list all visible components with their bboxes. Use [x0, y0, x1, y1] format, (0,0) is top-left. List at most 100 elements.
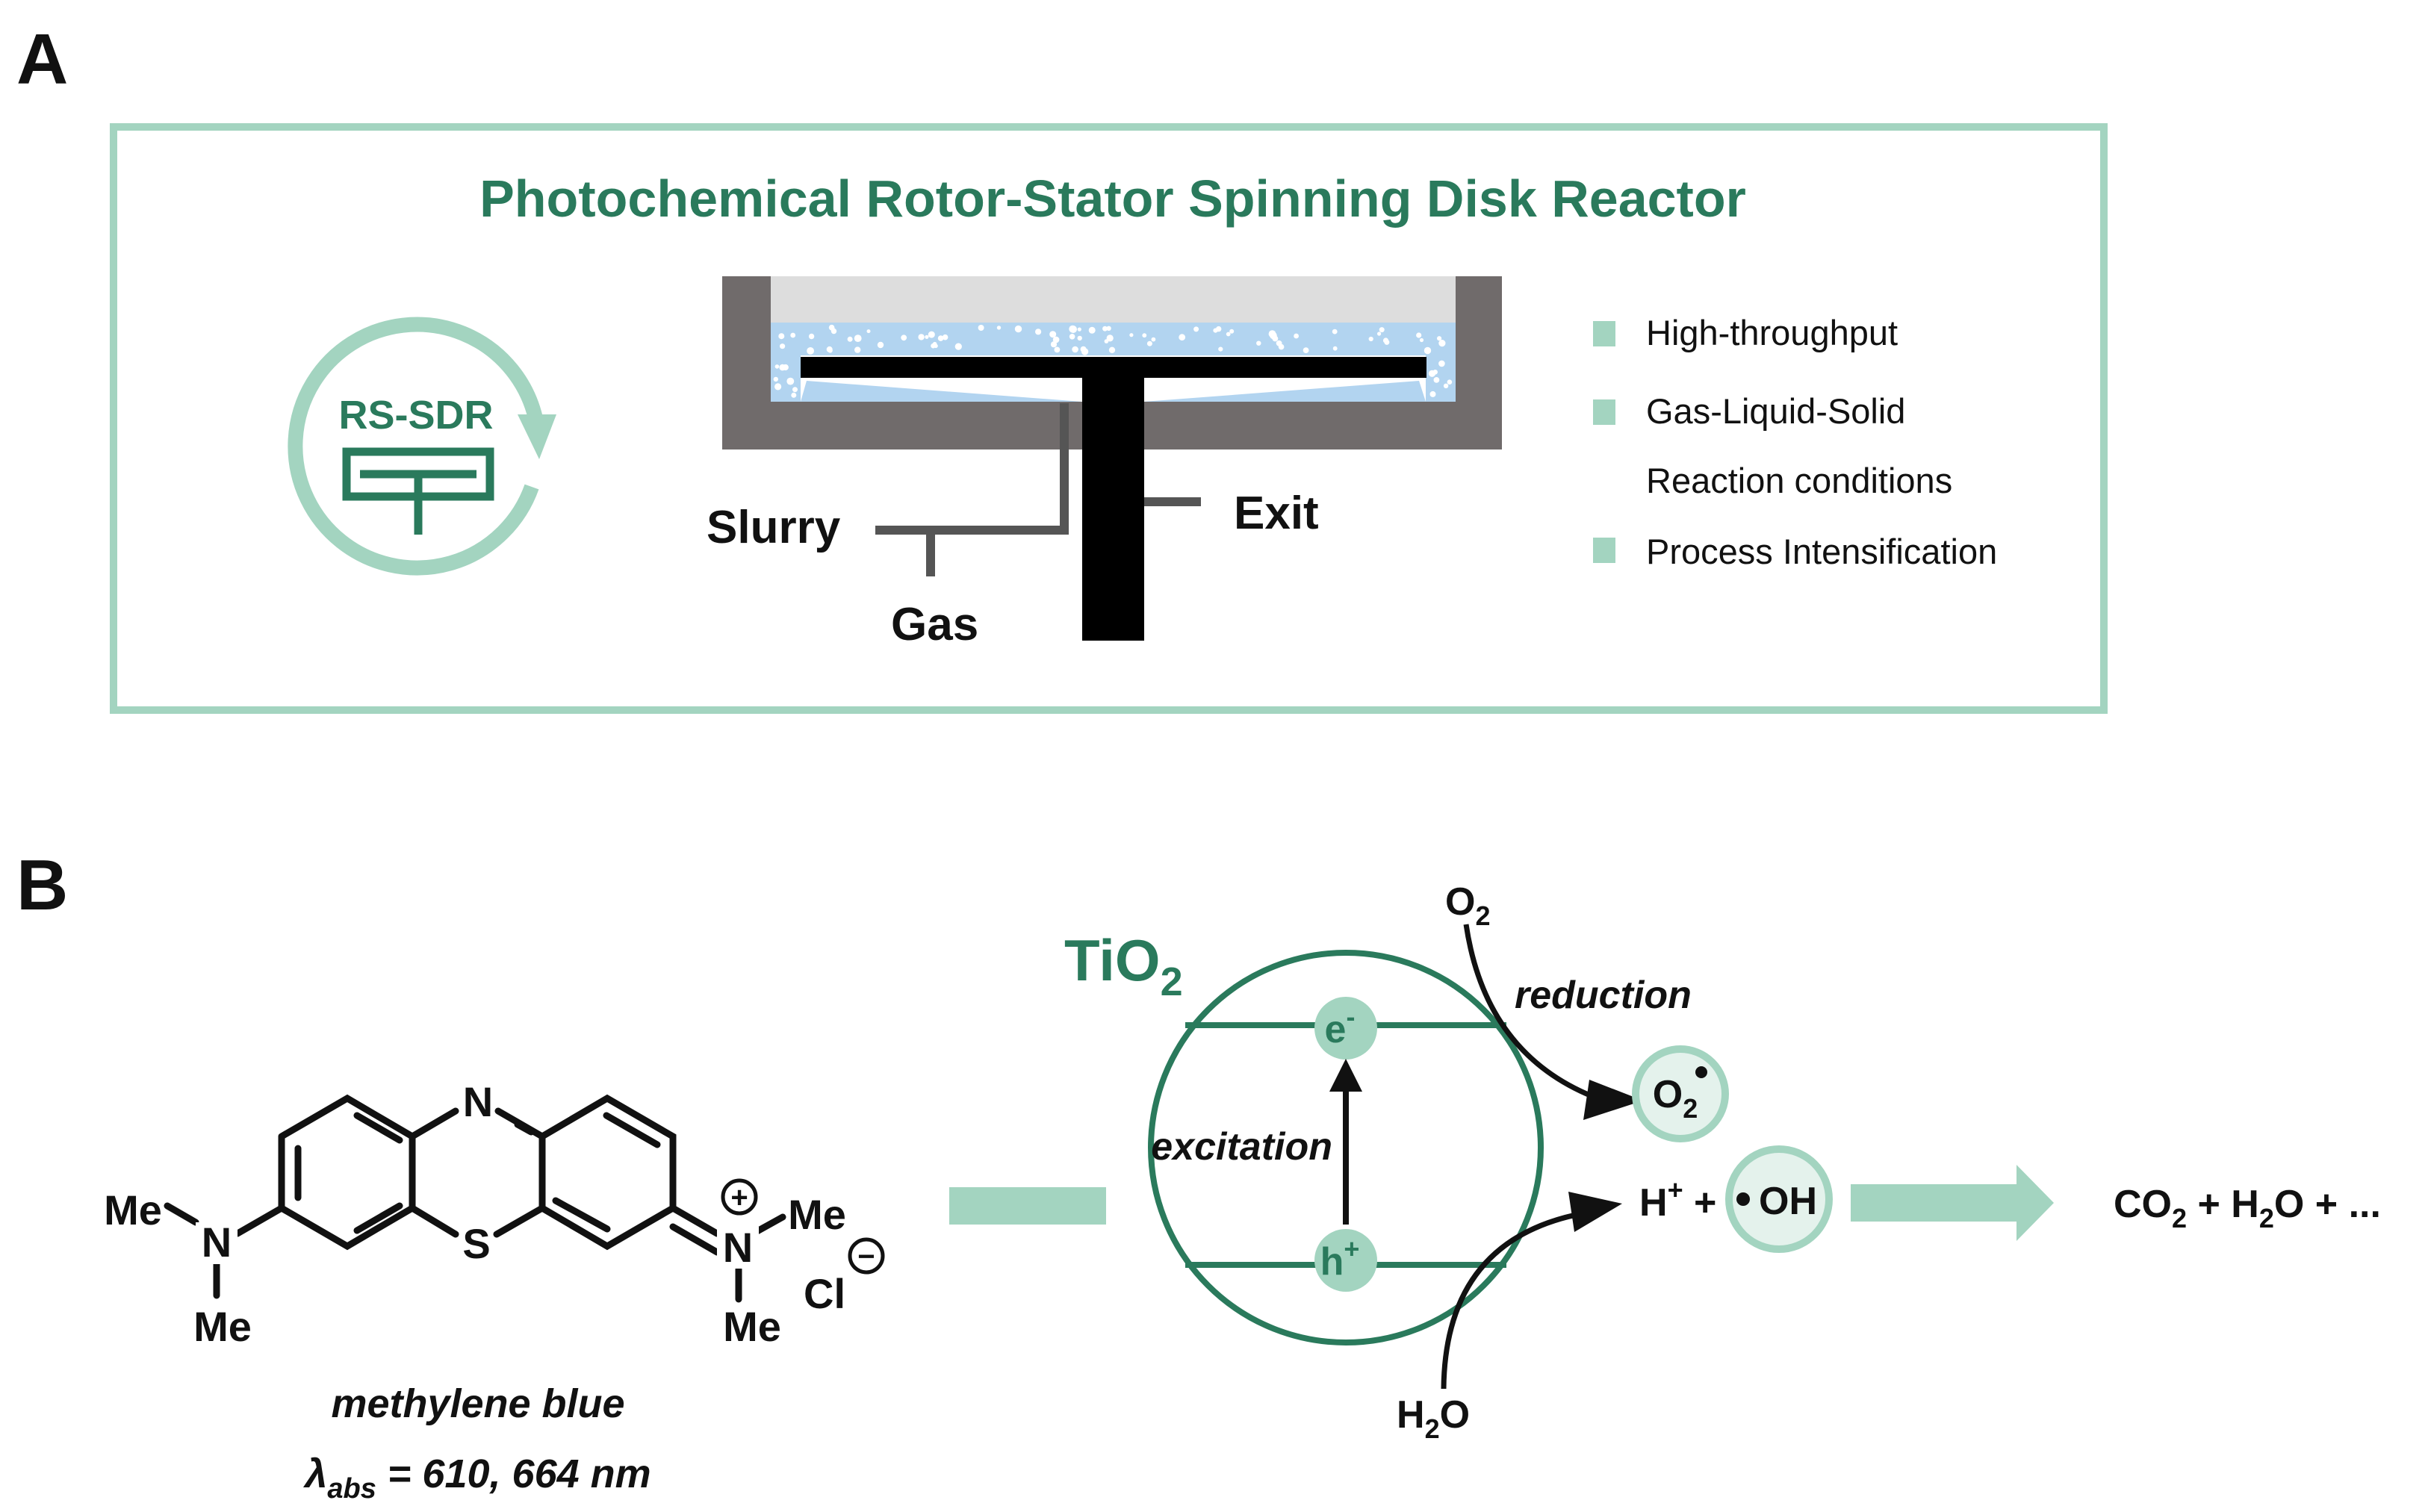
gas-bubble: [1102, 326, 1108, 332]
gas-bubble: [1447, 379, 1453, 385]
hydroxyl-radical-label: OH: [1759, 1180, 1817, 1223]
gas-bubble: [830, 328, 837, 335]
oxidation-arrowhead-icon: [1568, 1192, 1622, 1232]
gas-bubble: [847, 336, 853, 342]
particle-outline: [1148, 950, 1544, 1345]
catalyst-label: TiO2: [1064, 927, 1183, 1004]
gas-bubble: [1433, 377, 1440, 383]
gas-bubble: [854, 346, 861, 353]
electron-marker: [1314, 997, 1377, 1060]
rotor-shaft: [1082, 357, 1144, 641]
gas-bubble: [925, 335, 929, 339]
hydroxyl-bubble: [1725, 1145, 1833, 1253]
gas-bubble: [1272, 335, 1279, 342]
gas-bubble: [996, 326, 1002, 330]
gas-bubble: [1438, 360, 1445, 367]
gas-bubble: [1379, 327, 1385, 333]
gas-bubble: [1106, 326, 1111, 331]
gas-bubble: [1129, 333, 1134, 337]
gas-bubble: [773, 376, 779, 382]
gas-bubble: [1077, 335, 1082, 341]
gas-bubble: [942, 334, 949, 340]
gas-bubble: [1014, 325, 1022, 333]
methylene-blue-structure: [164, 1094, 786, 1303]
atom-label-n: N: [202, 1219, 232, 1266]
gas-bubble: [1193, 326, 1199, 332]
gas-bubble: [1179, 334, 1186, 341]
water-label: H2O: [1397, 1393, 1470, 1444]
slurry-inlet-pipe: [875, 403, 1069, 535]
gas-bubble: [1294, 333, 1299, 339]
gas-bubble: [1440, 341, 1445, 346]
atom-label-s: S: [462, 1220, 490, 1267]
positive-charge-icon: [721, 1178, 758, 1216]
gas-bubble: [1213, 328, 1218, 333]
gas-bubble: [1069, 325, 1077, 333]
radical-dot-icon: [1736, 1192, 1750, 1206]
excitation-arrowhead-icon: [1329, 1059, 1362, 1092]
gas-bubble: [1416, 332, 1422, 338]
gas-bubble: [928, 331, 935, 338]
gas-bubble: [1081, 348, 1089, 355]
gas-bubble: [1146, 340, 1152, 346]
gas-bubble: [1088, 326, 1096, 334]
reduction-arrowhead-icon: [1583, 1080, 1643, 1120]
gas-bubble: [1108, 346, 1116, 353]
gas-bubble: [1054, 346, 1061, 353]
gas-bubble: [774, 383, 782, 391]
gas-bubble: [1368, 336, 1373, 342]
gas-label: Gas: [891, 599, 978, 650]
methyl-label: Me: [104, 1186, 162, 1233]
atom-label-n-plus: N: [723, 1224, 753, 1271]
atom-label-n: N: [463, 1078, 493, 1125]
bullet-icon: [1593, 538, 1615, 563]
gas-bubble: [791, 392, 797, 398]
feature-item: Gas-Liquid-Solid: [1646, 391, 1905, 431]
methyl-label: Me: [723, 1303, 781, 1350]
gas-bubble: [792, 387, 798, 393]
panel-b-label: B: [16, 845, 68, 925]
panel-a-frame: [110, 123, 2108, 714]
feature-item: Process Intensification: [1646, 532, 1997, 571]
molecule-name: methylene blue: [331, 1381, 624, 1426]
gas-bubbles: [773, 324, 1453, 398]
gas-bubble: [866, 329, 871, 334]
gas-bubble: [807, 347, 814, 355]
gas-bubble: [1256, 340, 1261, 346]
gas-bubble: [1077, 327, 1081, 332]
reactor-title: Photochemical Rotor-Stator Spinning Disk…: [479, 169, 1746, 228]
gas-bubble: [901, 335, 907, 341]
radical-dot-icon: [1695, 1066, 1707, 1078]
rotation-arc: [288, 317, 543, 576]
reduction-arrow: [1463, 924, 1607, 1104]
gas-bubble: [1229, 329, 1235, 334]
gas-bubble: [1429, 391, 1436, 397]
product-arrow-icon: [1851, 1165, 2054, 1241]
gas-bubble: [1278, 343, 1285, 350]
gas-bubble: [1423, 346, 1432, 355]
gas-bubble: [1050, 341, 1058, 348]
gas-bubble: [828, 348, 833, 353]
exit-label: Exit: [1234, 488, 1319, 539]
gas-bubble: [786, 377, 795, 385]
rotation-arrowhead-icon: [518, 414, 556, 459]
gas-bubble: [1069, 334, 1075, 340]
excitation-label: excitation: [1151, 1125, 1332, 1169]
hole-marker: [1314, 1229, 1377, 1292]
bullet-icon: [1593, 321, 1615, 346]
gas-bubble: [1218, 346, 1223, 352]
panel-a-label: A: [16, 19, 68, 99]
gas-bubble: [808, 333, 815, 340]
hole-label: h+: [1320, 1233, 1360, 1284]
positive-charge-sign: +: [730, 1181, 748, 1214]
slurry-label: Slurry: [707, 502, 841, 553]
gas-bubble: [1443, 383, 1449, 388]
electron-label: e-: [1325, 1001, 1356, 1051]
proton-label: H+ +: [1639, 1175, 1716, 1225]
bullet-icon: [1593, 399, 1615, 425]
feature-list: High-throughput Gas-Liquid-Solid Reactio…: [1593, 313, 1997, 571]
absorbance-label: λabs = 610, 664 nm: [302, 1452, 651, 1505]
feature-item: Reaction conditions: [1646, 461, 1952, 500]
reactor-window: [771, 276, 1456, 323]
gas-bubble: [1428, 370, 1436, 377]
